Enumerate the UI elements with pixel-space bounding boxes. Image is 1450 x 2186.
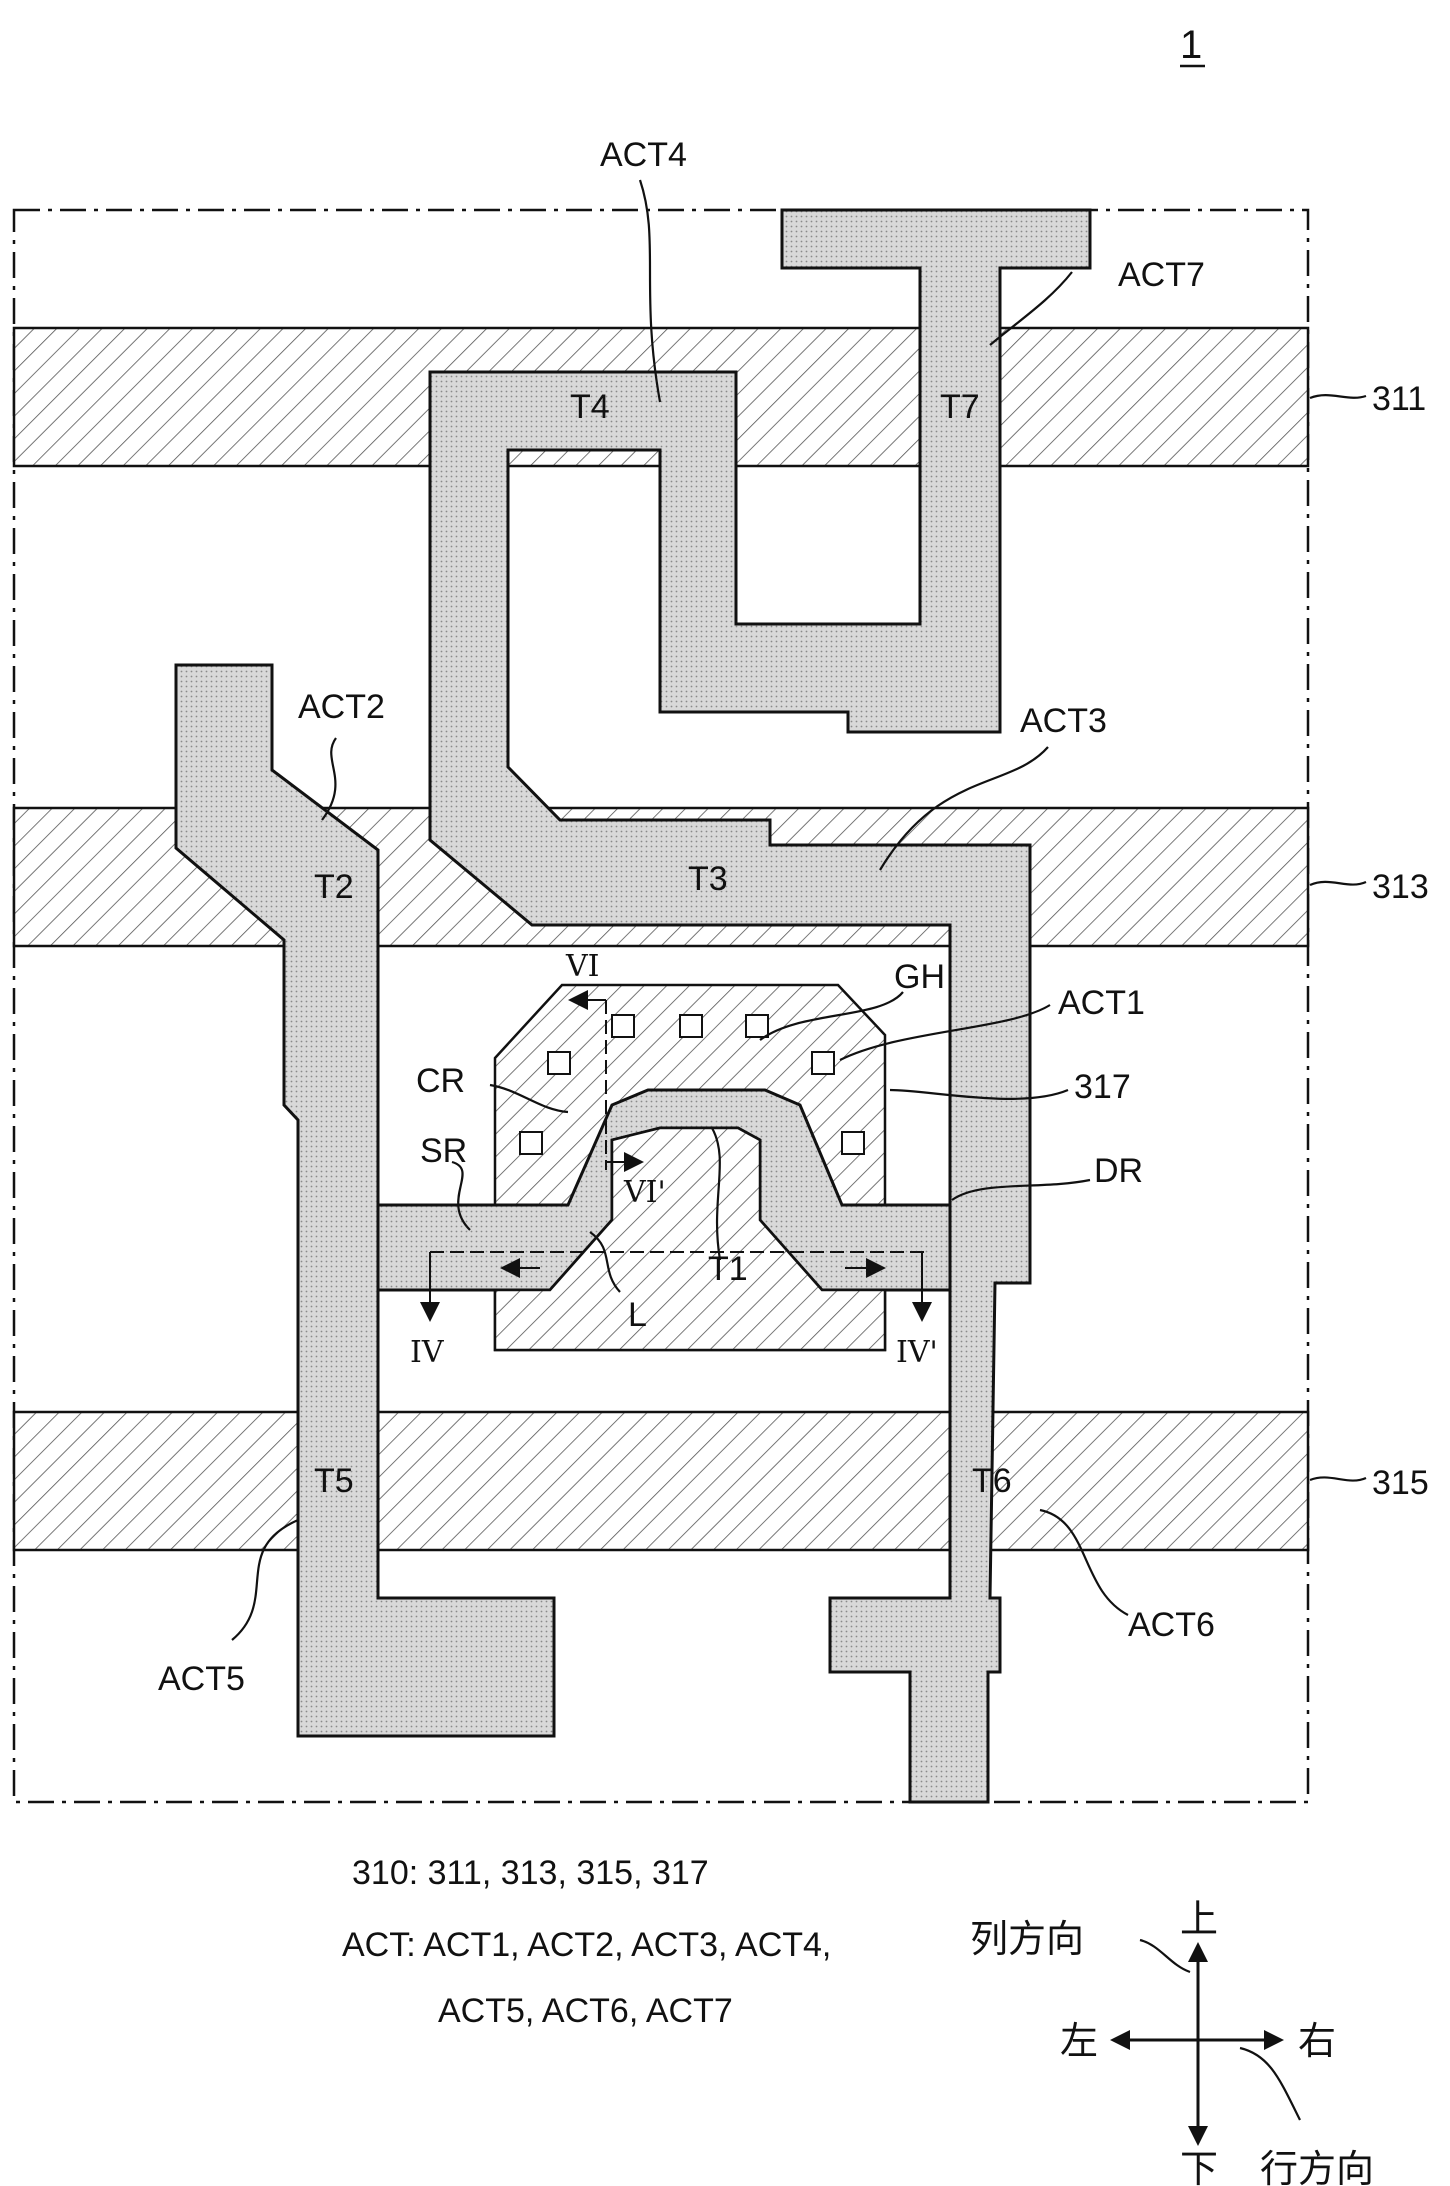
leader-311 [1309,394,1367,400]
leader-act6 [1039,1508,1129,1616]
leader-column-direction [1139,1938,1191,1974]
compass-left-label: 左 [1060,2019,1098,2063]
contact-hole [547,1051,571,1075]
label-l: L [628,1296,647,1334]
label-act6: ACT6 [1128,1606,1215,1644]
label-act4: ACT4 [600,136,687,174]
compass-up-arrowhead [1188,1942,1208,1962]
leader-t1 [711,1127,722,1261]
leader-l [589,1231,621,1293]
leader-315 [1309,1476,1367,1482]
leader-lines [231,179,1367,2121]
legend-line-3: ACT5, ACT6, ACT7 [438,1992,733,2030]
pixel-boundary [12,208,1310,1804]
label-act2: ACT2 [298,688,385,726]
compass-column-direction-label: 列方向 [970,1917,1084,1961]
contact-hole [811,1051,835,1075]
compass-right-arrowhead [1264,2030,1284,2050]
label-t2: T2 [314,868,354,906]
contact-hole [519,1131,543,1155]
leader-dr [951,1178,1091,1201]
label-t5: T5 [314,1462,354,1500]
compass-up-label: 上 [1180,1897,1218,1941]
compass-down-label: 下 [1180,2147,1218,2186]
label-sr: SR [420,1132,467,1170]
leader-act1 [839,1004,1051,1061]
leader-cr [489,1083,569,1114]
compass-left-arrowhead [1110,2030,1130,2050]
label-section-vi: VI [565,949,600,984]
legend-line-1: 310: 311, 313, 315, 317 [352,1854,709,1892]
label-act1: ACT1 [1058,984,1145,1022]
contact-hole [745,1014,769,1038]
leader-gh [759,991,904,1041]
label-dr: DR [1094,1152,1143,1190]
contact-hole [611,1014,635,1038]
contact-hole [841,1131,865,1155]
legend-line-2: ACT: ACT1, ACT2, ACT3, ACT4, [342,1926,831,1964]
leader-317 [889,1088,1069,1100]
compass-right-label: 右 [1298,2019,1336,2063]
gate-317-center [493,1126,887,1352]
label-317: 317 [1074,1068,1131,1106]
gate-line-315 [12,1410,1310,1552]
label-act7: ACT7 [1118,256,1205,294]
leader-act7 [989,271,1073,346]
leader-row-direction [1239,2046,1301,2121]
leader-act3 [879,746,1049,871]
label-act3: ACT3 [1020,702,1107,740]
label-section-vi-prime: VI' [623,1175,666,1210]
label-act5: ACT5 [158,1660,245,1698]
label-t4: T4 [570,388,610,426]
label-313: 313 [1372,868,1429,906]
label-gh: GH [894,958,945,996]
label-section-iv-prime: IV' [896,1335,938,1370]
label-315: 315 [1372,1464,1429,1502]
label-t6: T6 [972,1462,1012,1500]
leader-act5 [231,1518,299,1641]
leader-313 [1309,880,1367,887]
contact-hole [679,1014,703,1038]
label-section-iv: IV [410,1335,445,1370]
compass-down-arrowhead [1188,2126,1208,2146]
label-311: 311 [1372,380,1426,418]
leader-act4 [638,179,662,403]
contact-holes [519,1014,865,1155]
active-act2-act5 [174,663,702,1738]
leader-act2 [321,737,337,821]
compass-row-direction-label: 行方向 [1260,2147,1374,2186]
label-t7: T7 [940,388,980,426]
label-t1: T1 [708,1250,748,1288]
figure-number: 1 [1180,23,1202,67]
section-lines [420,990,932,1322]
label-cr: CR [416,1062,465,1100]
direction-compass: 上 下 左 右 列方向 行方向 [970,1897,1374,2186]
label-t3: T3 [688,860,728,898]
leader-sr [451,1160,471,1231]
active-act7-act4 [428,208,1092,1804]
